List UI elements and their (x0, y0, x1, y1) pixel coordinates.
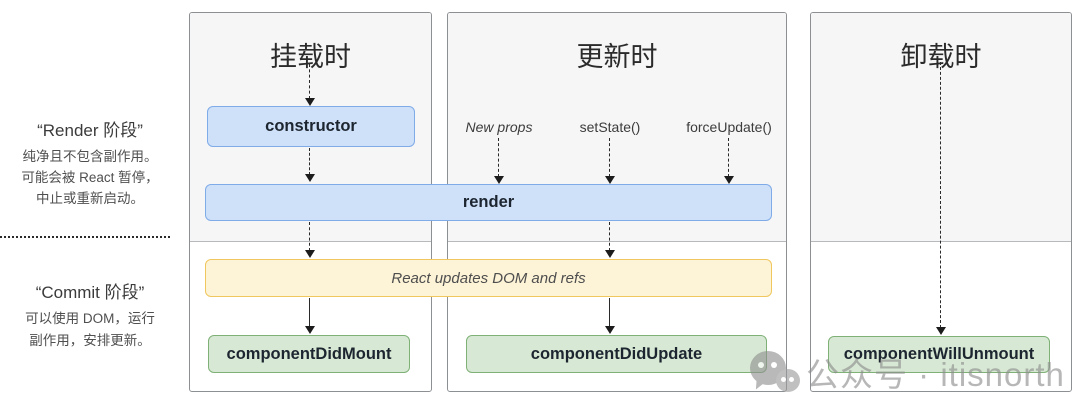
render-phase-title: “Render 阶段” (37, 121, 143, 140)
panel-unmounting-title: 卸载时 (900, 42, 982, 72)
panel-updating-title: 更新时 (576, 42, 658, 72)
render-box: render (205, 184, 772, 221)
component-did-update-box: componentDidUpdate (466, 335, 767, 373)
trigger-force-update: forceUpdate() (686, 119, 772, 135)
render-phase-desc-line2: 可能会被 React 暂停， (21, 170, 159, 185)
commit-phase-title: “Commit 阶段” (35, 283, 145, 302)
render-phase-desc-line1: 纯净且不包含副作用。 (22, 149, 158, 164)
phase-divider-dotted-line (0, 236, 170, 238)
component-will-unmount-box: componentWillUnmount (828, 336, 1050, 373)
commit-phase-desc-line2: 副作用，安排更新。 (29, 333, 151, 348)
watermark: 公众号 · itisnorth (748, 348, 1065, 396)
panel-mounting-title: 挂载时 (270, 42, 351, 72)
constructor-box: constructor (207, 106, 415, 147)
react-updates-dom-box: React updates DOM and refs (205, 259, 772, 297)
panel-unmounting: 卸载时 (810, 12, 1072, 392)
trigger-new-props: New props (465, 119, 533, 135)
render-phase-desc-line3: 中止或重新启动。 (36, 191, 144, 206)
watermark-text: 公众号 · itisnorth (806, 356, 1065, 393)
panel-unmounting-render-zone (811, 13, 1071, 242)
trigger-set-state: setState() (579, 119, 641, 135)
wechat-bubbles-icon (748, 349, 800, 395)
component-did-mount-box: componentDidMount (208, 335, 410, 373)
phase-sidebar: “Render 阶段” 纯净且不包含副作用。 可能会被 React 暂停， 中止… (0, 0, 180, 415)
commit-phase-desc-line1: 可以使用 DOM，运行 (25, 311, 155, 326)
